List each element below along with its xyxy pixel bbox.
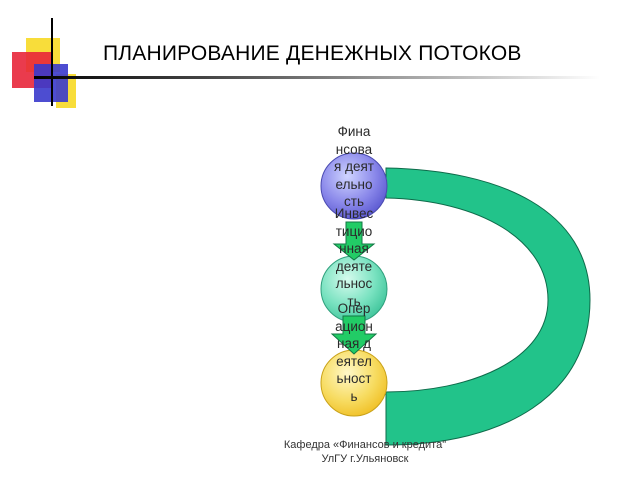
footer-department: Кафедра «Финансов и кредита" — [283, 439, 447, 451]
slide-logo — [12, 18, 76, 108]
arrow-financial-to-investment — [332, 221, 376, 261]
node-financial-circle — [320, 152, 388, 220]
node-investment-label: Инвестиционная деятельность — [334, 206, 374, 309]
node-financial-label: Финансовая деятельность — [334, 124, 374, 209]
footer-university: УлГУ г.Ульяновск — [321, 453, 409, 465]
node-operational-label: Операционная деятельность — [335, 301, 373, 404]
arrow-investment-to-operational — [330, 315, 378, 355]
slide-title: ПЛАНИРОВАНИЕ ДЕНЕЖНЫХ ПОТОКОВ — [103, 42, 522, 65]
slide-footer: Кафедра «Финансов и кредита" УлГУ г.Улья… — [250, 438, 480, 466]
return-arc-arrow — [385, 167, 591, 446]
title-underline — [34, 76, 600, 79]
